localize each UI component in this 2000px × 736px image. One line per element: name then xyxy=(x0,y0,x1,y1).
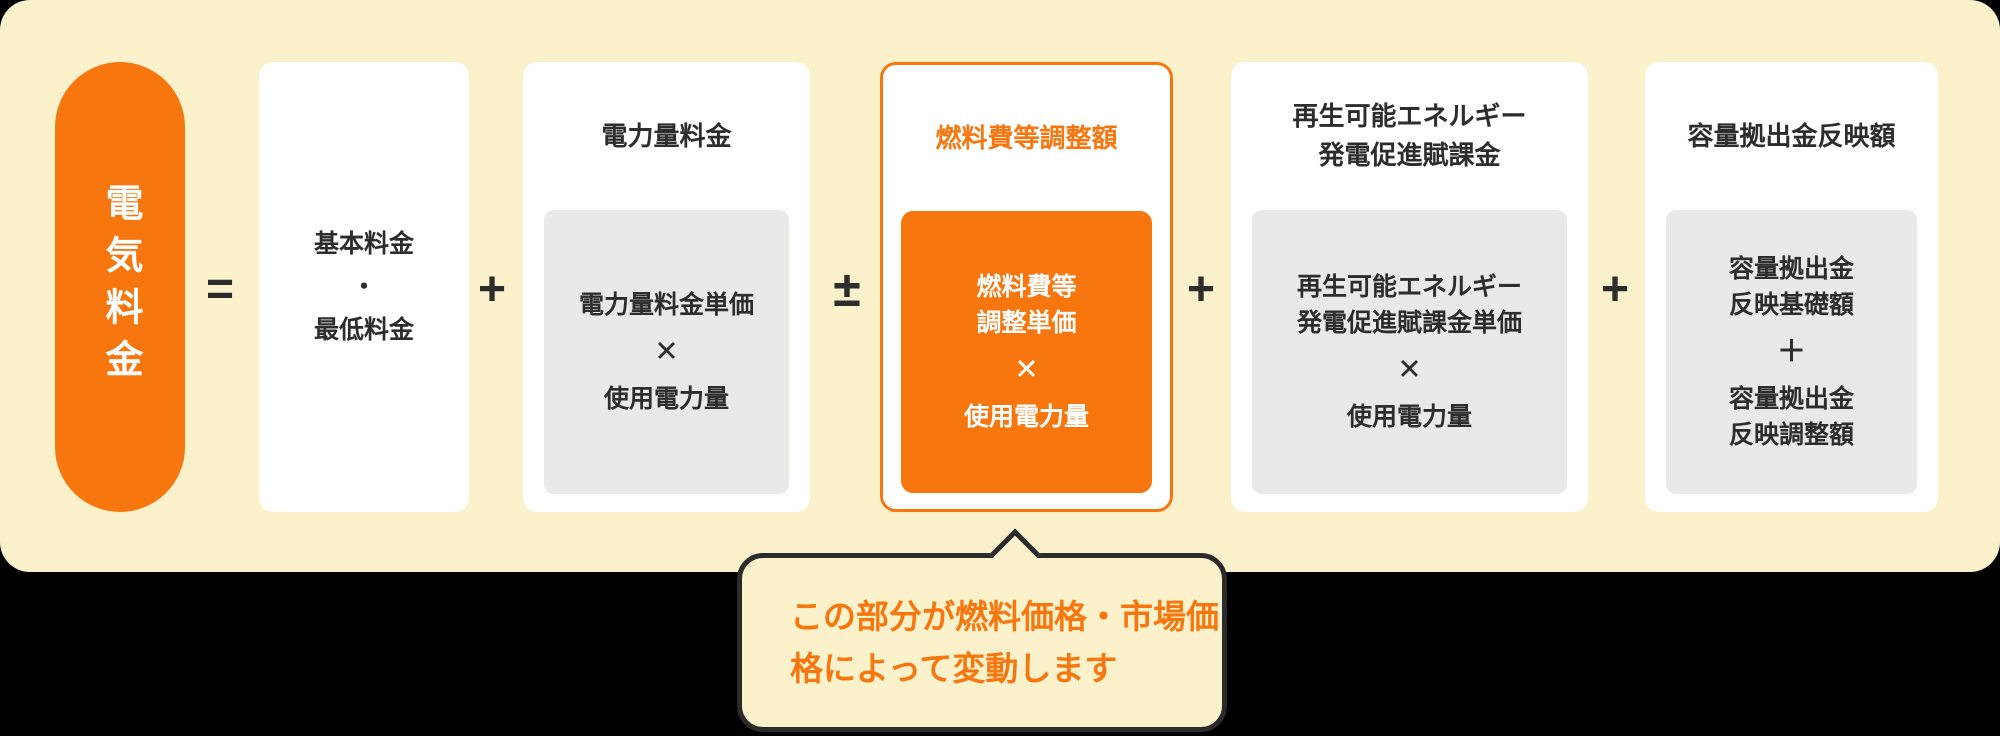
multiply-icon: ✕ xyxy=(1397,353,1422,386)
renewable-levy-title-line-1: 再生可能エネルギー xyxy=(1292,101,1527,131)
capacity-contribution-formula-box: 容量拠出金 反映基礎額 ＋ 容量拠出金 反映調整額 xyxy=(1666,210,1917,494)
capacity-base-line-1: 容量拠出金 xyxy=(1728,255,1854,283)
fuel-adjustment-formula-box: 燃料費等 調整単価 ✕ 使用電力量 xyxy=(901,211,1152,493)
minimum-charge-line: 最低料金 xyxy=(313,315,414,344)
plus-operator-2: + xyxy=(1186,262,1216,316)
callout-text-line-1: この部分が燃料価格・市場価 xyxy=(790,598,1219,636)
capacity-base-line-2: 反映基礎額 xyxy=(1728,291,1854,320)
formula-panel: 電気料金 = + ± + + 基本料金 ・ 最低料金 電力量料金 電力量料金単価… xyxy=(0,0,2000,572)
capacity-contribution-title: 容量拠出金反映額 xyxy=(1687,120,1896,151)
capacity-adjust-line-2: 反映調整額 xyxy=(1728,420,1854,449)
renewable-unit-price-line-1: 再生可能エネルギー xyxy=(1296,273,1522,302)
middle-dot: ・ xyxy=(351,272,377,301)
total-charge-label: 電気料金 xyxy=(99,183,141,391)
term-renewable-energy-levy: 再生可能エネルギー 発電促進賦課金 再生可能エネルギー 発電促進賦課金単価 ✕ … xyxy=(1231,62,1588,512)
fuel-usage: 使用電力量 xyxy=(963,402,1089,431)
renewable-usage: 使用電力量 xyxy=(1346,402,1472,431)
term-fuel-cost-adjustment: 燃料費等調整額 燃料費等 調整単価 ✕ 使用電力量 xyxy=(880,62,1173,512)
energy-usage: 使用電力量 xyxy=(603,384,729,413)
plus-operator-1: + xyxy=(477,262,507,316)
renewable-levy-title: 再生可能エネルギー 発電促進賦課金 xyxy=(1231,62,1588,210)
energy-unit-price: 電力量料金単価 xyxy=(578,291,754,320)
equals-operator: = xyxy=(205,262,235,316)
renewable-levy-formula-box: 再生可能エネルギー 発電促進賦課金単価 ✕ 使用電力量 xyxy=(1252,210,1567,494)
fuel-unit-price-line-1: 燃料費等 xyxy=(976,273,1077,302)
basic-minimum-charge-text: 基本料金 ・ 最低料金 xyxy=(314,227,414,348)
term-energy-charge: 電力量料金 電力量料金単価 ✕ 使用電力量 xyxy=(523,62,810,512)
multiply-icon: ✕ xyxy=(1014,353,1039,386)
multiply-icon: ✕ xyxy=(654,335,679,368)
energy-charge-title: 電力量料金 xyxy=(601,120,732,151)
renewable-unit-price-line-2: 発電促進賦課金単価 xyxy=(1296,309,1522,338)
term-capacity-contribution: 容量拠出金反映額 容量拠出金 反映基礎額 ＋ 容量拠出金 反映調整額 xyxy=(1645,62,1938,512)
capacity-adjust-line-1: 容量拠出金 xyxy=(1728,384,1854,413)
plus-minus-operator: ± xyxy=(833,261,861,317)
energy-charge-formula-box: 電力量料金単価 ✕ 使用電力量 xyxy=(544,210,789,494)
fuel-adjustment-title: 燃料費等調整額 xyxy=(935,122,1118,153)
callout-text-line-2: 格によって変動します xyxy=(790,649,1118,687)
total-charge-pill: 電気料金 xyxy=(55,62,185,512)
renewable-levy-title-line-2: 発電促進賦課金 xyxy=(1318,140,1501,170)
callout-bubble: この部分が燃料価格・市場価 格によって変動します xyxy=(737,528,1227,732)
term-basic-minimum-charge: 基本料金 ・ 最低料金 xyxy=(259,62,469,512)
basic-charge-line: 基本料金 xyxy=(313,229,414,258)
fuel-unit-price-line-2: 調整単価 xyxy=(976,309,1077,338)
plus-icon: ＋ xyxy=(1776,335,1806,368)
plus-operator-3: + xyxy=(1600,262,1630,316)
